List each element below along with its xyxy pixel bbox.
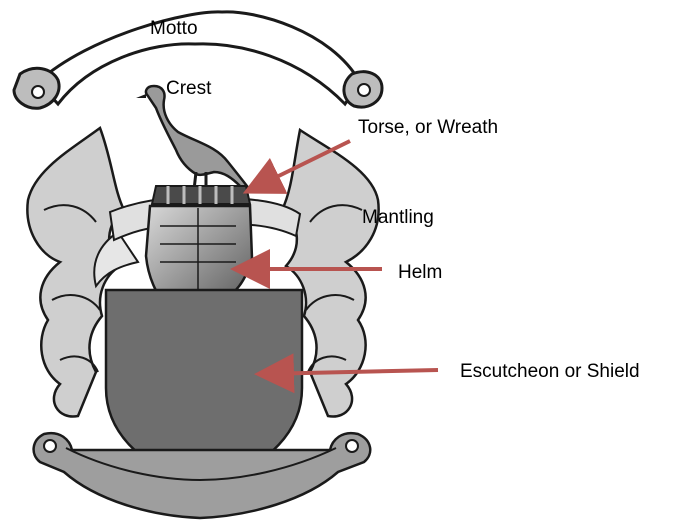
- crest-label: Crest: [166, 78, 212, 99]
- helm-label: Helm: [398, 262, 442, 283]
- mantling-label: Mantling: [362, 207, 434, 228]
- crest-bird: [136, 86, 250, 190]
- torse-label: Torse, or Wreath: [358, 117, 498, 138]
- torse-wreath: [152, 186, 250, 204]
- motto-label: Motto: [150, 18, 198, 39]
- escutcheon-label: Escutcheon or Shield: [460, 361, 640, 382]
